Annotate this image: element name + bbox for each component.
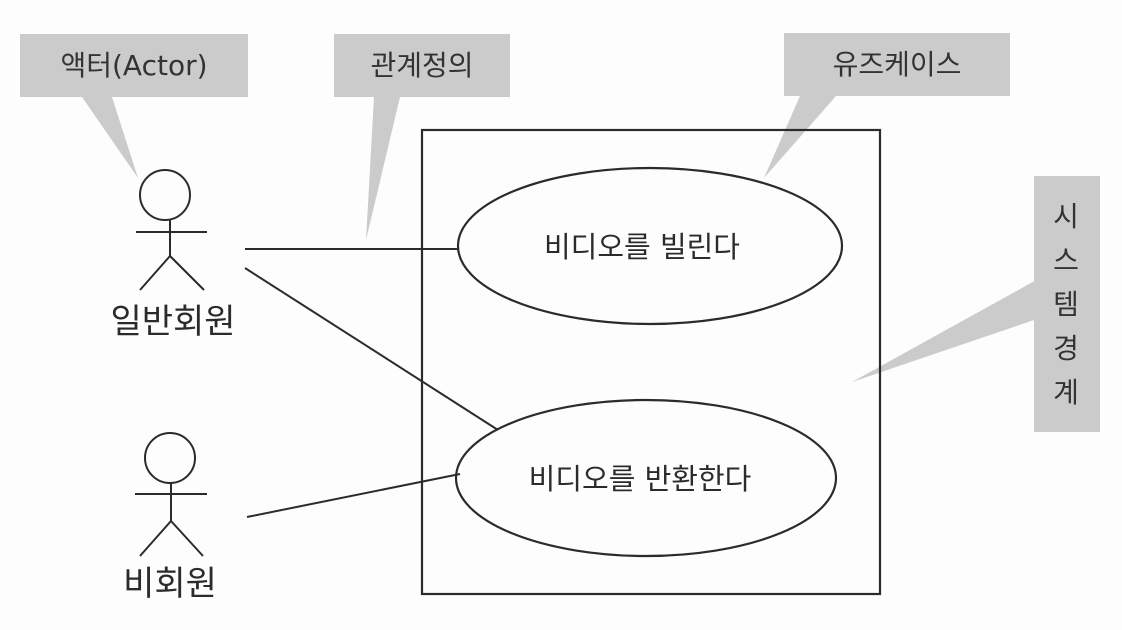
- actor-callout-label: 액터(Actor): [60, 49, 207, 82]
- usecase-return-ellipse: [454, 398, 838, 558]
- system-boundary-char: 경: [1053, 332, 1079, 365]
- actor-callout-box: [20, 34, 248, 97]
- relation-callout-tail: [366, 97, 400, 240]
- association-member-return: [244, 267, 499, 431]
- usecase-rent: 비디오를 빌린다: [456, 166, 844, 326]
- usecase-callout: 유즈케이스: [764, 33, 1010, 178]
- usecase-rent-ellipse: [456, 166, 844, 326]
- actor-member-leg-left: [139, 255, 171, 291]
- actor-callout-tail: [82, 97, 138, 178]
- usecase-callout-tail: [764, 96, 836, 178]
- actor-non-member-label: 비회원: [123, 564, 217, 604]
- actor-callout: 액터(Actor): [20, 34, 248, 178]
- system-boundary-char: 계: [1053, 376, 1079, 409]
- actor-non-member-head: [144, 432, 196, 484]
- actor-non-member-leg-right: [170, 520, 204, 557]
- usecase-return-label: 비디오를 반환한다: [529, 462, 752, 496]
- actor-member: [136, 169, 207, 291]
- association-nonmember-return: [246, 473, 461, 518]
- usecase-callout-box: [784, 33, 1010, 96]
- actor-member-head: [139, 169, 191, 221]
- system-boundary-callout-box: [1034, 176, 1100, 432]
- actor-member-leg-right: [169, 255, 205, 291]
- usecase-rent-label: 비디오를 빌린다: [544, 230, 740, 264]
- system-boundary-callout-tail: [852, 278, 1040, 382]
- actor-non-member: [135, 432, 207, 557]
- usecase-return: 비디오를 반환한다: [454, 398, 838, 558]
- system-boundary-callout: 시 스 템 경 계: [852, 176, 1100, 432]
- usecase-callout-label: 유즈케이스: [833, 48, 962, 81]
- relation-callout: 관계정의: [334, 34, 510, 240]
- relation-callout-label: 관계정의: [370, 49, 473, 82]
- actor-non-member-leg-left: [139, 520, 172, 557]
- system-boundary-box: [420, 128, 882, 596]
- system-boundary-char: 템: [1053, 288, 1079, 321]
- relation-callout-box: [334, 34, 510, 97]
- system-boundary-char: 스: [1053, 244, 1079, 277]
- actor-member-label: 일반회원: [110, 302, 235, 342]
- system-boundary-char: 시: [1053, 200, 1079, 233]
